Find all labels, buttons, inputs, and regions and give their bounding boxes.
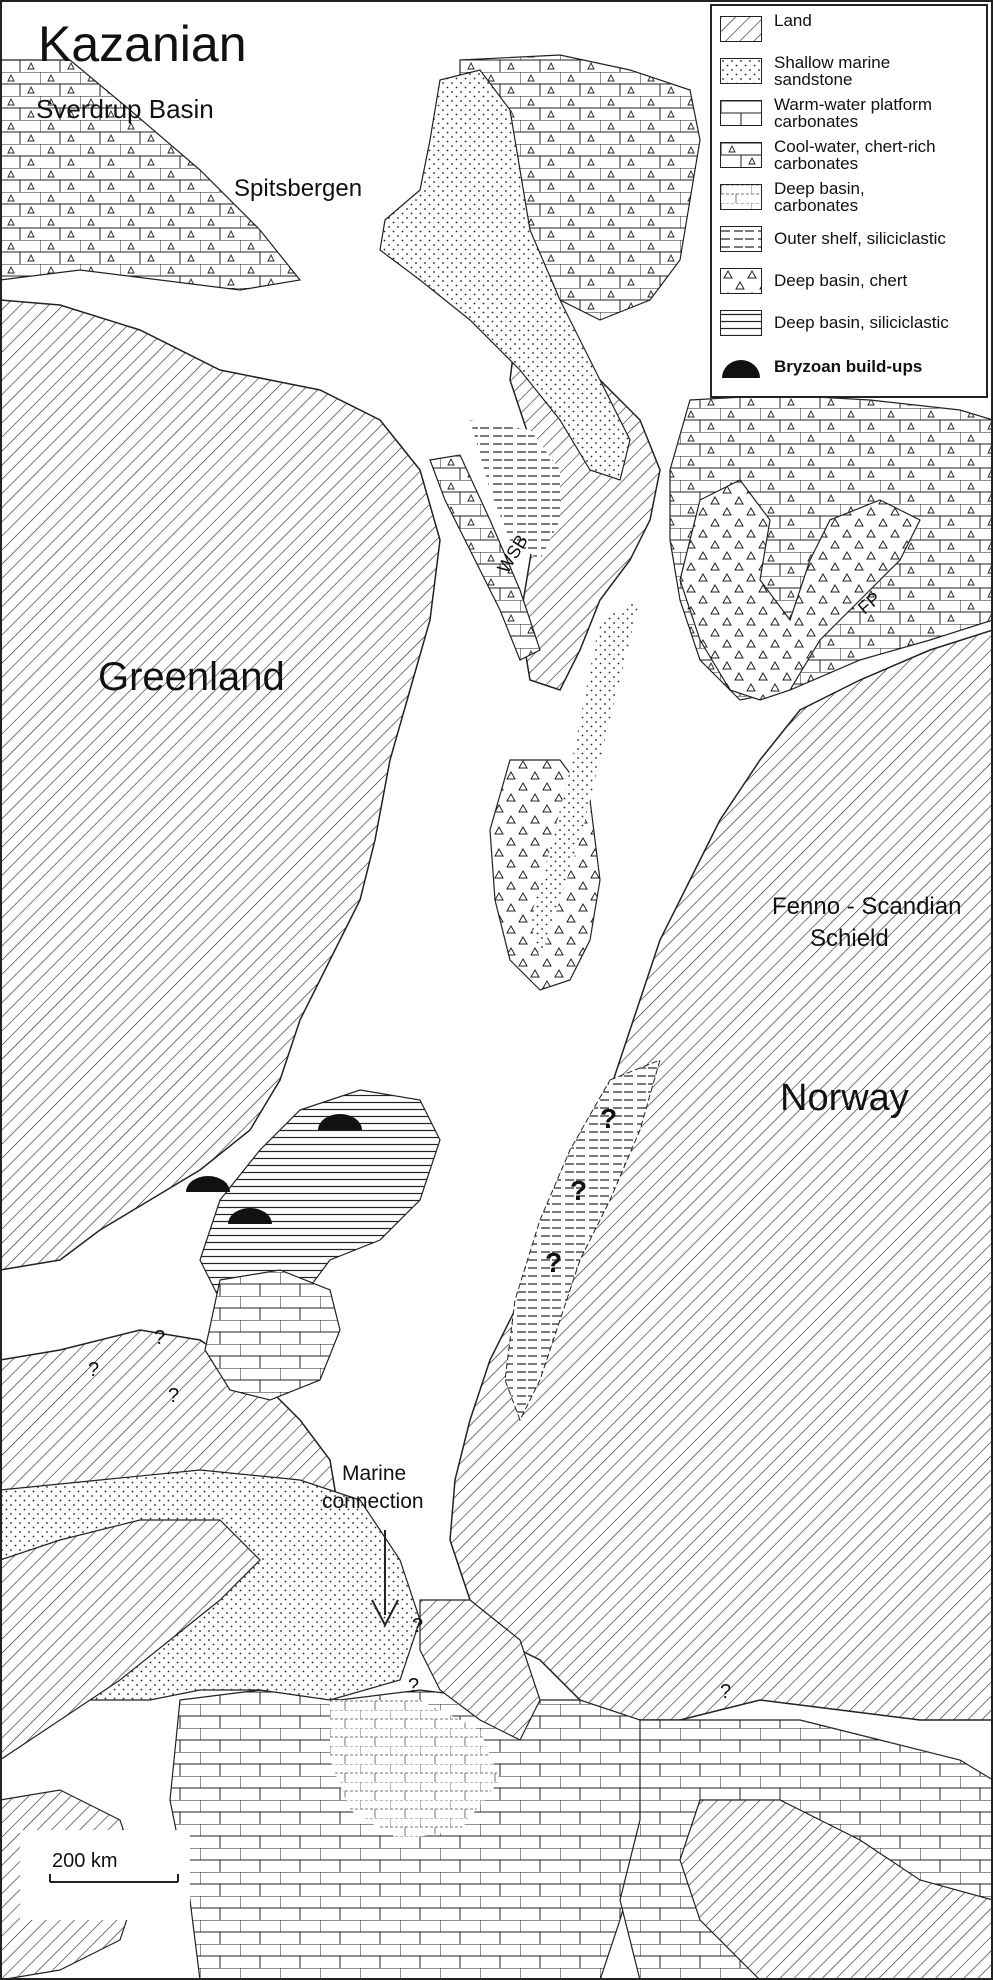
- question-mark: ?: [412, 1615, 423, 1637]
- marine-connection-arrow: [371, 1530, 399, 1628]
- question-mark: ?: [720, 1681, 731, 1703]
- bryozoan-buildup-2: [186, 1176, 230, 1192]
- sandstone-dots-swatch: [720, 58, 762, 84]
- east-greenland-carbonate: [204, 1269, 341, 1401]
- scale-bar: 200 km: [20, 1830, 190, 1920]
- legend-label: Deep basin,carbonates: [774, 179, 865, 215]
- deep-carbonate-swatch: [720, 184, 762, 210]
- label-greenland: Greenland: [98, 655, 285, 699]
- label-fenno-line2: Schield: [810, 925, 889, 952]
- legend-label: Land: [774, 11, 812, 30]
- horizontal-lines-swatch: [720, 310, 762, 336]
- land-hatch-swatch: [720, 16, 762, 42]
- southwest-land: [0, 1519, 261, 1761]
- question-mark: ?: [600, 1103, 617, 1134]
- chert-basin-northeast: [679, 479, 921, 701]
- norway-sandstone-strip: [530, 600, 640, 960]
- question-mark: ?: [545, 1247, 562, 1278]
- map-title: Kazanian: [38, 16, 247, 72]
- bryozoan-buildup-3: [228, 1208, 272, 1224]
- legend-item-deep-chert: Deep basin, chert: [712, 260, 986, 306]
- legend-item-land: Land: [712, 8, 986, 54]
- wsb-dashed-shelf: [470, 420, 560, 560]
- greenland-land: [0, 299, 441, 1271]
- legend-item-outer-shelf: Outer shelf, siliciclastic: [712, 218, 986, 264]
- bryozoan-dome-icon: [720, 356, 762, 380]
- legend-label: Bryzoan build-ups: [774, 357, 923, 376]
- bryozoan-buildup-1: [318, 1114, 362, 1130]
- question-mark: ?: [88, 1359, 99, 1381]
- southeast-land: [679, 1799, 993, 1980]
- sverdrup-carbonate: [0, 59, 302, 291]
- legend-label: Deep basin, siliciclastic: [774, 313, 949, 332]
- east-greenland-basin: [199, 1089, 441, 1331]
- norway-outer-shelf: [504, 1059, 661, 1422]
- south-central-land: [419, 1599, 541, 1741]
- legend-item-bryozoan: Bryzoan build-ups: [712, 344, 986, 390]
- legend-label: Outer shelf, siliciclastic: [774, 229, 946, 248]
- question-mark: ?: [570, 1175, 587, 1206]
- label-spitsbergen: Spitsbergen: [234, 175, 362, 202]
- legend-item-deep-siliciclastic: Deep basin, siliciclastic: [712, 302, 986, 348]
- dashed-lines-swatch: [720, 226, 762, 252]
- question-mark: ?: [154, 1327, 165, 1349]
- cool-carbonate-swatch: [720, 142, 762, 168]
- scale-label: 200 km: [52, 1850, 118, 1872]
- legend-item-deep-carbonate: Deep basin,carbonates: [712, 176, 986, 222]
- question-mark: ?: [168, 1385, 179, 1407]
- label-sverdrup: Sverdrup Basin: [36, 94, 214, 124]
- chert-triangles-swatch: [720, 268, 762, 294]
- question-mark: ?: [408, 1675, 419, 1697]
- label-marine-line2: connection: [322, 1490, 424, 1513]
- spitsbergen-sandstone: [379, 69, 631, 481]
- label-marine-line1: Marine: [342, 1462, 406, 1485]
- label-norway: Norway: [780, 1077, 909, 1119]
- warm-carbonate-swatch: [720, 100, 762, 126]
- wsb-strip: [429, 454, 541, 661]
- southern-deep-carbonate: [330, 1700, 500, 1840]
- label-fenno-line1: Fenno - Scandian: [772, 893, 961, 920]
- norway-land: [449, 629, 993, 1721]
- legend-label: Deep basin, chert: [774, 271, 908, 290]
